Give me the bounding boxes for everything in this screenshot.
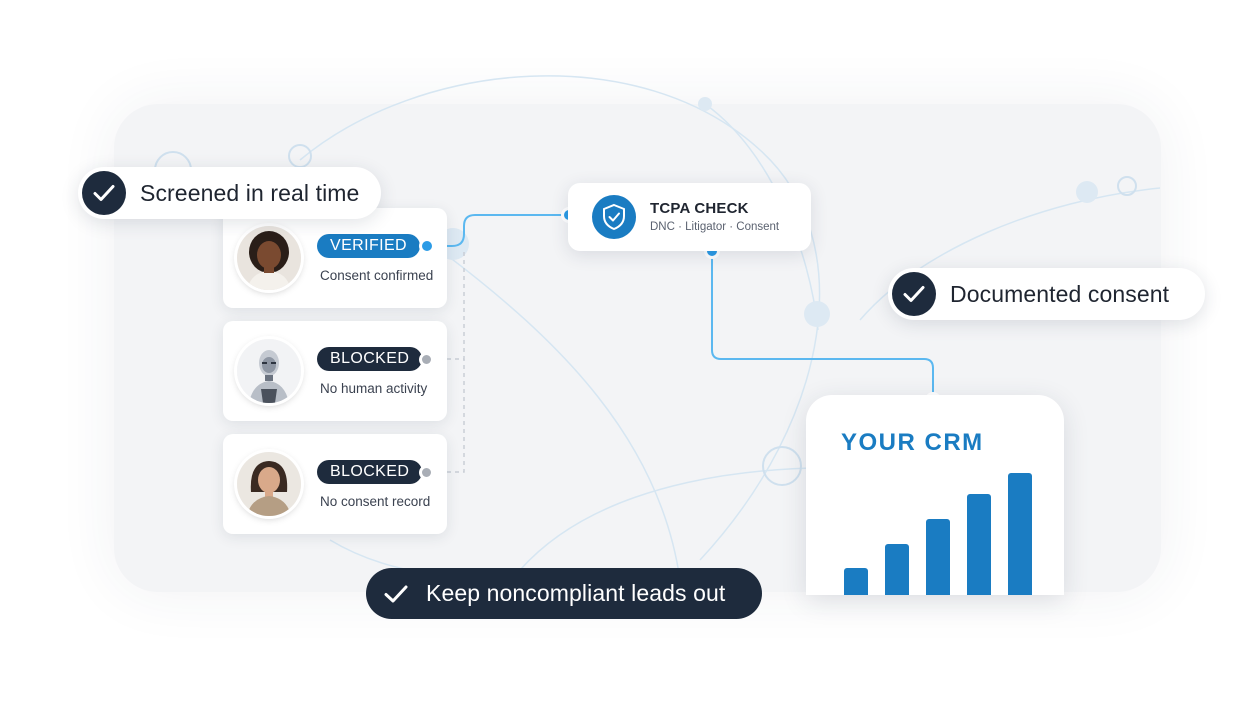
tcpa-title: TCPA CHECK	[650, 200, 749, 217]
crm-bar	[844, 568, 868, 595]
tcpa-check-card: TCPA CHECK DNC · Litigator · Consent	[568, 183, 811, 251]
lead-card-bot-blocked: BLOCKED No human activity	[223, 321, 447, 421]
avatar-robot-icon	[237, 339, 301, 403]
status-badge: BLOCKED	[317, 460, 423, 484]
callout-label: Documented consent	[950, 280, 1170, 307]
shield-check-icon	[592, 195, 636, 239]
callout-documented: Documented consent	[888, 268, 1205, 320]
check-icon	[82, 171, 126, 215]
lead-description: No human activity	[320, 381, 428, 396]
status-badge: VERIFIED	[317, 234, 420, 258]
crm-title: YOUR CRM	[841, 429, 984, 456]
check-icon	[892, 272, 936, 316]
avatar-person-icon	[237, 452, 301, 516]
lead-card-consent-blocked: BLOCKED No consent record	[223, 434, 447, 534]
lead-description: No consent record	[320, 494, 431, 509]
connector-dot	[422, 468, 431, 477]
crm-bar	[926, 519, 950, 595]
connector-dot	[422, 241, 432, 251]
connector-dot	[707, 246, 717, 256]
tcpa-subtitle: DNC · Litigator · Consent	[650, 221, 780, 233]
callout-screened: Screened in real time	[78, 167, 381, 219]
crm-bar	[1008, 473, 1032, 595]
crm-bar-chart	[844, 473, 1044, 595]
crm-card: YOUR CRM	[806, 395, 1064, 595]
callout-keep-out: Keep noncompliant leads out	[366, 568, 762, 619]
callout-label: Keep noncompliant leads out	[426, 580, 726, 606]
crm-bar	[885, 544, 909, 595]
status-badge: BLOCKED	[317, 347, 423, 371]
connector-dot	[422, 355, 431, 364]
crm-bar	[967, 494, 991, 595]
callout-label: Screened in real time	[140, 179, 360, 206]
lead-card-verified: VERIFIED Consent confirmed	[223, 208, 447, 308]
check-icon	[374, 572, 418, 616]
avatar-person-icon	[237, 226, 301, 290]
lead-description: Consent confirmed	[320, 268, 434, 283]
